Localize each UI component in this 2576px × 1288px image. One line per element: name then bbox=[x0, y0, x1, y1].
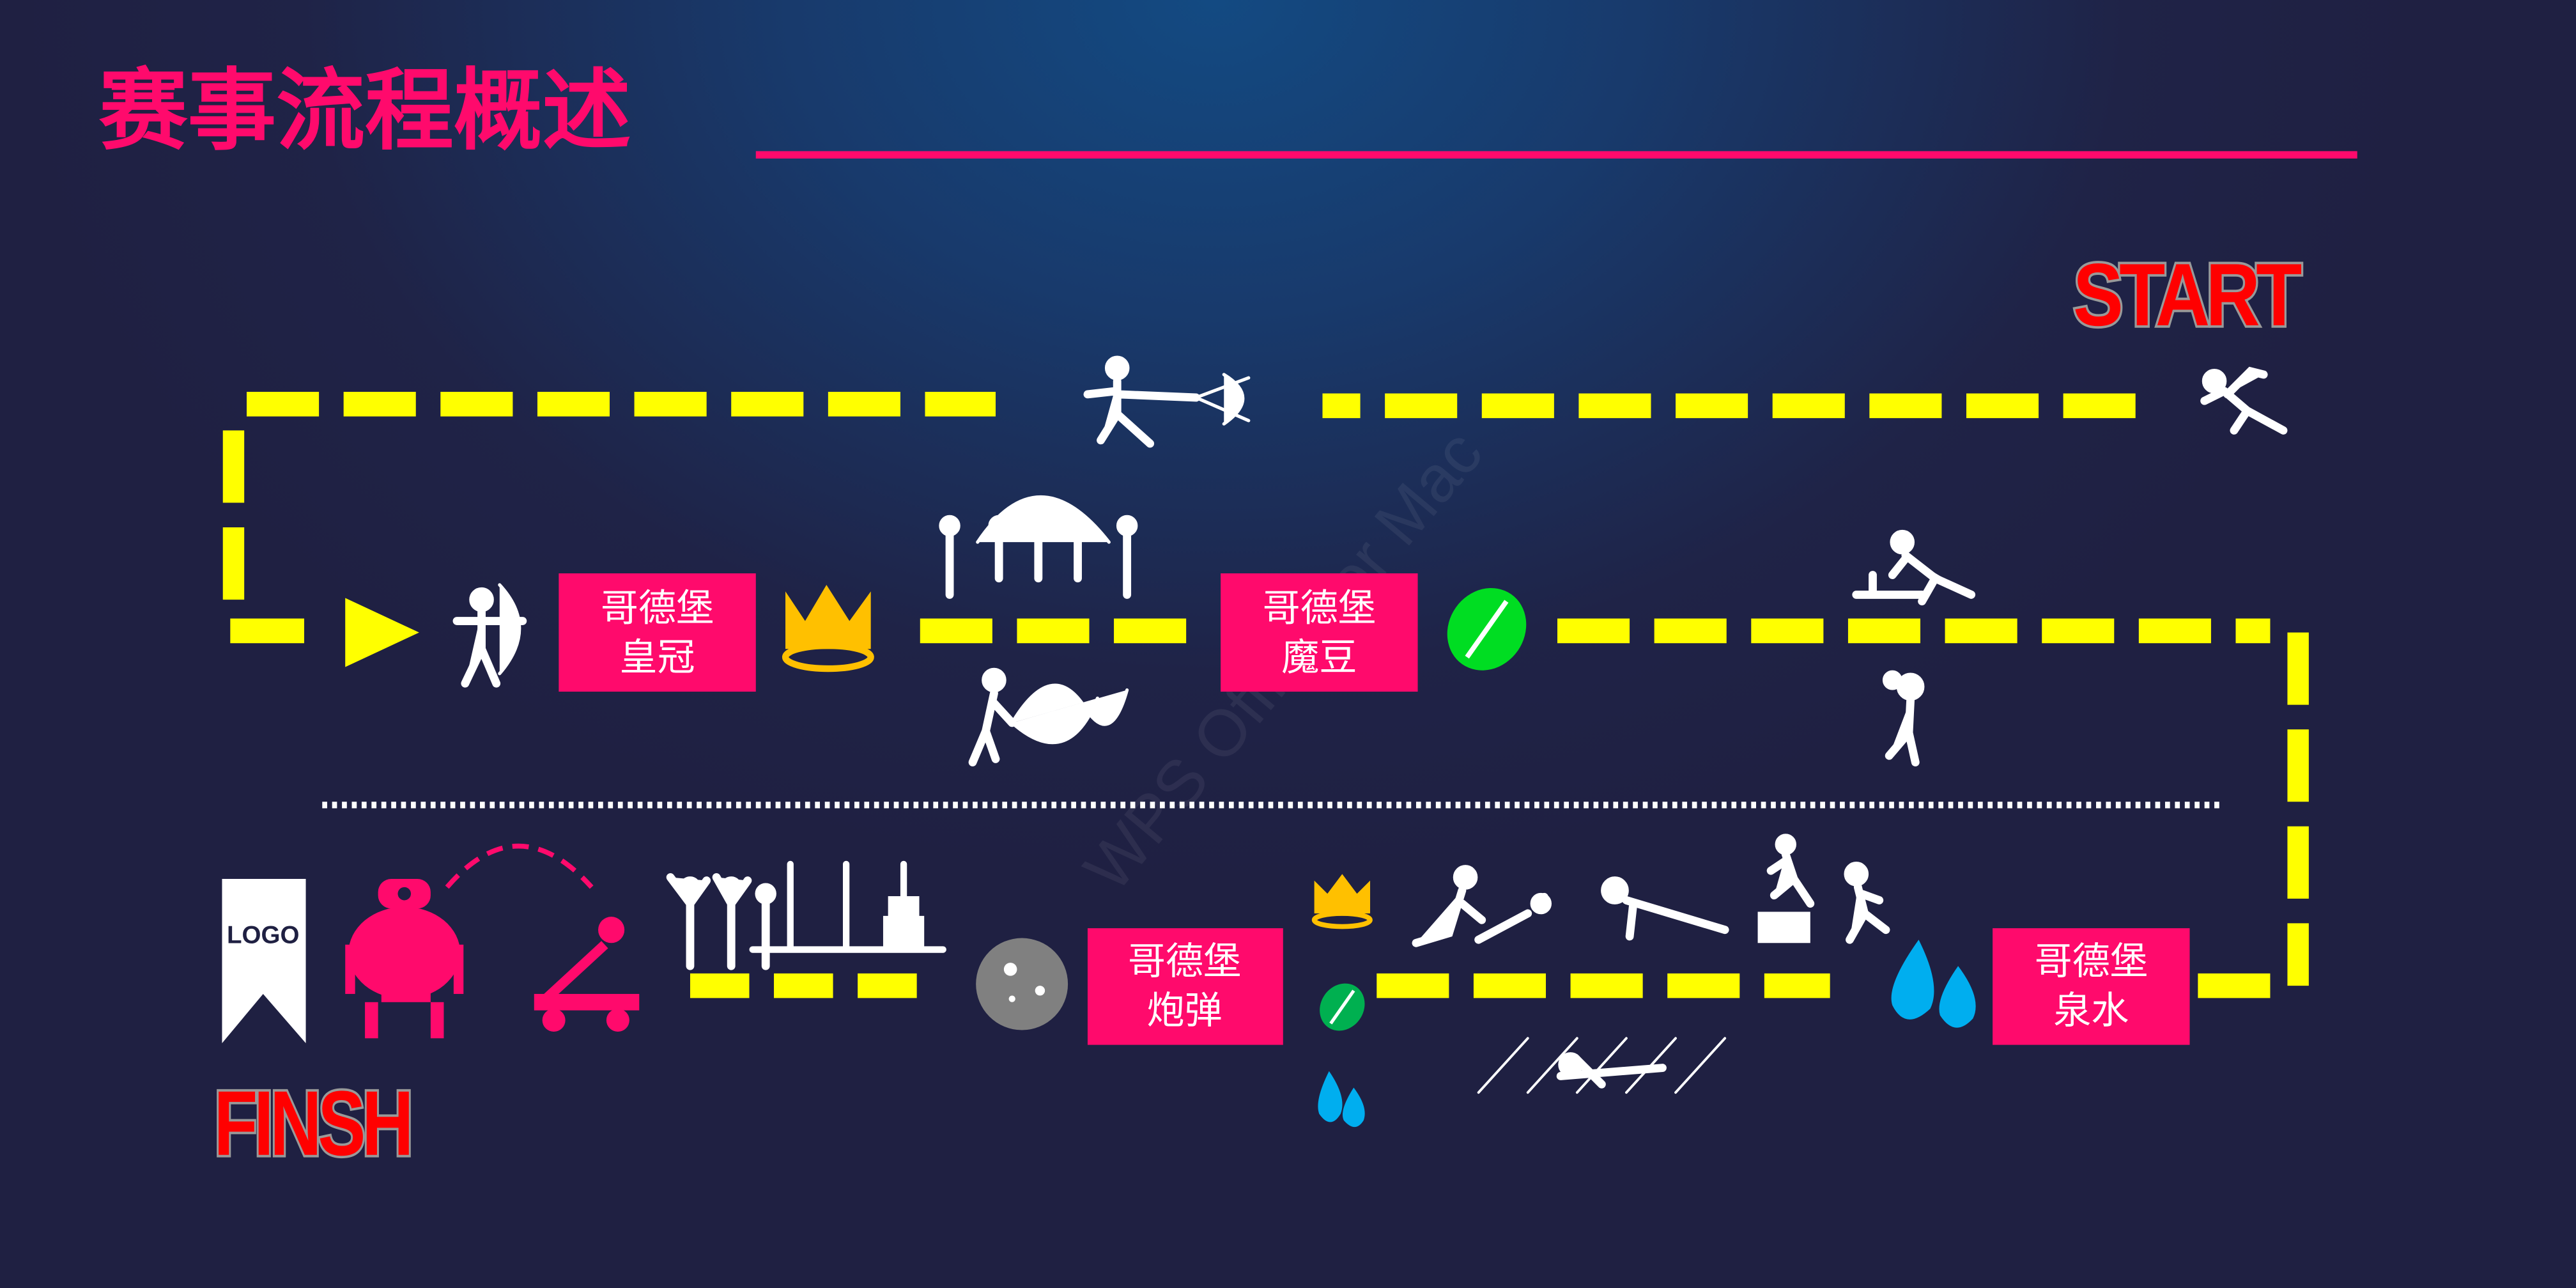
start-label: START bbox=[2073, 245, 2302, 345]
station-line1: 哥德堡 bbox=[2035, 939, 2148, 983]
station-line2: 泉水 bbox=[2053, 988, 2129, 1032]
partner-exercise-icon bbox=[1412, 865, 1552, 947]
cone-crawl-icon bbox=[1477, 1037, 1727, 1094]
sprint-icon bbox=[1844, 862, 1890, 944]
logo-banner: LOGO bbox=[222, 879, 306, 1044]
station-spring[interactable]: 哥德堡 泉水 bbox=[1993, 928, 2190, 1045]
battle-rope-icon bbox=[968, 667, 1129, 766]
jump-rope-group-icon bbox=[939, 495, 1138, 599]
team-cheer-icon bbox=[666, 873, 776, 970]
water-drop-icon bbox=[1891, 940, 1976, 1028]
robot-icon bbox=[345, 879, 464, 1039]
station-line2: 魔豆 bbox=[1281, 635, 1357, 679]
title-underline bbox=[755, 151, 2357, 159]
water-drop-icon-small bbox=[1318, 1071, 1365, 1128]
crown-icon-small bbox=[1311, 874, 1373, 929]
page-title: 赛事流程概述 bbox=[99, 59, 631, 162]
station-cannonball[interactable]: 哥德堡 炮弹 bbox=[1087, 928, 1283, 1045]
station-crown[interactable]: 哥德堡 皇冠 bbox=[559, 573, 756, 692]
station-line1: 哥德堡 bbox=[1128, 939, 1241, 983]
hanoi-tower-icon bbox=[749, 860, 946, 953]
cannonball-icon bbox=[976, 938, 1068, 1030]
archer-icon bbox=[452, 583, 527, 688]
bean-icon bbox=[1447, 587, 1527, 671]
race-path bbox=[222, 391, 2309, 998]
crown-icon bbox=[782, 584, 874, 672]
logo-text: LOGO bbox=[227, 921, 300, 949]
box-jump-icon bbox=[1757, 834, 1815, 943]
finish-label: FINSH bbox=[214, 1072, 410, 1175]
plank-icon bbox=[1601, 876, 1729, 941]
catapult-icon bbox=[445, 843, 640, 1032]
bean-icon-small bbox=[1320, 983, 1365, 1031]
station-line1: 哥德堡 bbox=[1263, 586, 1376, 630]
push-sled-icon bbox=[1852, 529, 1976, 606]
runner-icon bbox=[2200, 366, 2288, 435]
rope-pull-icon bbox=[1083, 355, 1251, 448]
station-bean[interactable]: 哥德堡 魔豆 bbox=[1221, 573, 1418, 692]
station-line1: 哥德堡 bbox=[601, 586, 714, 630]
station-line2: 炮弹 bbox=[1146, 988, 1222, 1032]
ball-carry-icon bbox=[1882, 670, 1925, 766]
station-line2: 皇冠 bbox=[619, 635, 695, 679]
arrow-icon bbox=[345, 598, 419, 667]
